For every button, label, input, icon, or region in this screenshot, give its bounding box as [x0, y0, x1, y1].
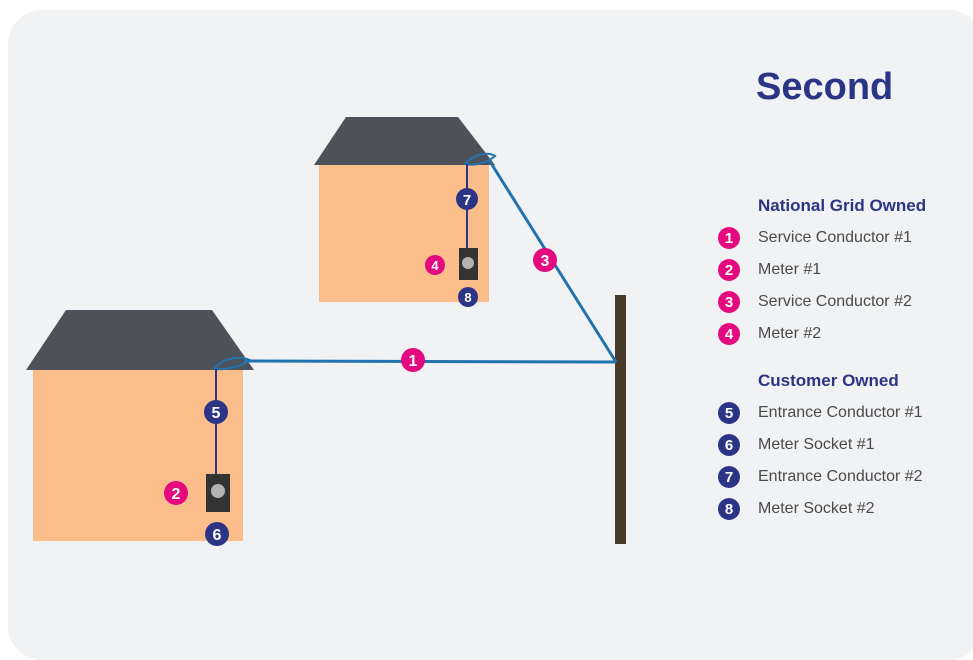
legend-badge: 8	[718, 498, 740, 520]
svg-text:3: 3	[541, 253, 550, 270]
utility-pole	[615, 295, 626, 544]
legend-item-service-conductor-2: 3 Service Conductor #2	[718, 286, 973, 318]
legend-item-service-conductor-1: 1 Service Conductor #1	[718, 222, 973, 254]
legend-label: Meter #1	[758, 261, 822, 278]
legend-label: Meter Socket #1	[758, 436, 875, 453]
legend-label: Entrance Conductor #2	[758, 468, 923, 485]
legend-item-entrance-conductor-1: 5 Entrance Conductor #1	[718, 397, 973, 429]
legend-item-entrance-conductor-2: 7 Entrance Conductor #2	[718, 461, 973, 493]
legend-item-meter-socket-2: 8 Meter Socket #2	[718, 493, 973, 525]
marker-1: 1	[401, 348, 425, 372]
marker-4: 4	[425, 255, 445, 275]
weatherhead-1	[211, 356, 253, 371]
legend-label: Service Conductor #2	[758, 293, 912, 310]
svg-text:2: 2	[172, 486, 181, 503]
meter-2	[459, 248, 478, 280]
service-conductor-1-line	[243, 359, 617, 364]
legend-badge: 6	[718, 434, 740, 456]
legend-item-meter-1: 2 Meter #1	[718, 254, 973, 286]
legend-badge: 5	[718, 402, 740, 424]
legend-item-meter-socket-1: 6 Meter Socket #1	[718, 429, 973, 461]
meter-1	[206, 474, 230, 512]
legend-label: Service Conductor #1	[758, 229, 912, 246]
legend-item-meter-2: 4 Meter #2	[718, 318, 973, 350]
house-1	[26, 310, 254, 541]
marker-2: 2	[164, 481, 188, 505]
legend-label: Meter Socket #2	[758, 500, 875, 517]
marker-6: 6	[205, 522, 229, 546]
legend-heading-national-grid: National Grid Owned	[758, 196, 927, 215]
diagram-title: Second	[756, 66, 894, 108]
svg-text:5: 5	[212, 405, 221, 422]
marker-5: 5	[204, 400, 228, 424]
svg-text:6: 6	[213, 527, 222, 544]
legend-national-grid: National Grid Owned 1 Service Conductor …	[718, 196, 973, 350]
weatherhead-2	[463, 152, 497, 166]
svg-text:7: 7	[463, 192, 471, 209]
legend-heading-customer: Customer Owned	[758, 371, 899, 390]
legend-badge: 7	[718, 466, 740, 488]
svg-text:4: 4	[431, 258, 439, 273]
house-2-roof	[314, 117, 495, 165]
house-1-wall	[33, 367, 243, 541]
svg-text:1: 1	[409, 353, 418, 370]
legend-badge: 1	[718, 227, 740, 249]
svg-text:8: 8	[464, 290, 471, 305]
legend-badge: 2	[718, 259, 740, 281]
marker-8: 8	[458, 287, 478, 307]
legend-badge: 4	[718, 323, 740, 345]
legend-badge: 3	[718, 291, 740, 313]
marker-3: 3	[533, 248, 557, 272]
legend-label: Meter #2	[758, 325, 822, 342]
legend-customer: Customer Owned 5 Entrance Conductor #1 6…	[718, 371, 973, 525]
house-1-roof	[26, 310, 254, 370]
marker-7: 7	[456, 188, 478, 210]
house-2-wall	[319, 164, 489, 302]
legend-label: Entrance Conductor #1	[758, 404, 923, 421]
